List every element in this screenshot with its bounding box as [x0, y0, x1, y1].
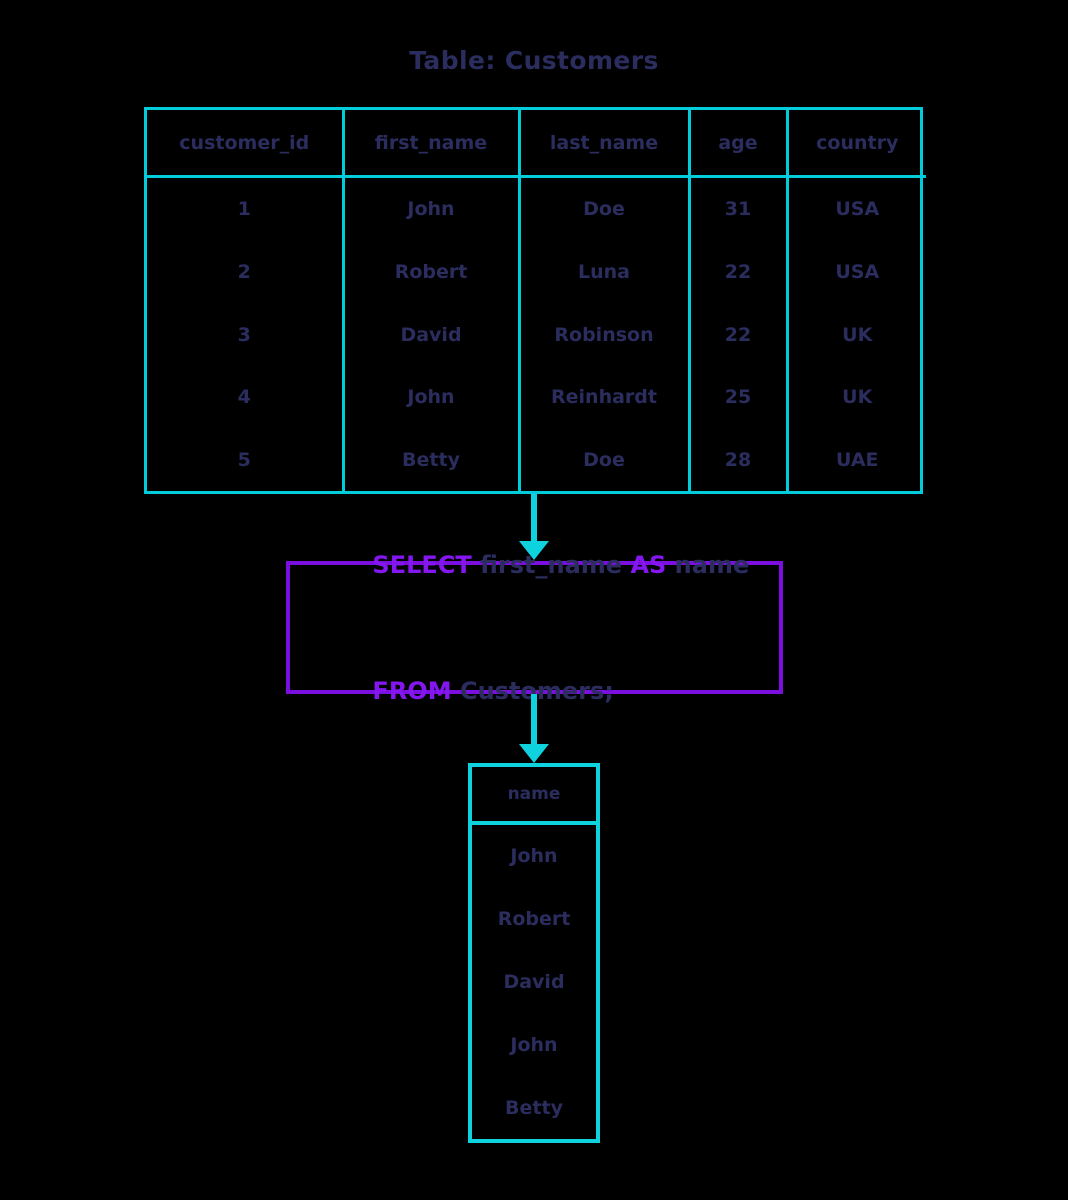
- list-item: John: [472, 1013, 596, 1076]
- cell-customer-id: 3: [147, 303, 345, 366]
- cell-customer-id: 1: [147, 176, 345, 241]
- cell-first-name: John: [343, 365, 521, 429]
- sql-alias-name: name: [666, 550, 750, 579]
- column-header-customer-id: customer_id: [147, 110, 345, 178]
- cell-country: USA: [835, 198, 880, 221]
- column-header-country: country: [787, 110, 926, 178]
- result-header: name: [472, 767, 596, 825]
- sql-keyword-select: SELECT: [372, 550, 472, 579]
- sql-keyword-as: AS: [630, 550, 667, 579]
- arrow-head: [519, 541, 549, 560]
- result-cell-name: Robert: [497, 908, 571, 931]
- cell-last-name: Doe: [519, 428, 691, 491]
- source-table: customer_id first_name last_name age cou…: [144, 107, 926, 494]
- table-body: 1 John Doe 31 USA 2 Robert Luna 22 USA 3…: [147, 176, 926, 491]
- result-table: name John Robert David John Betty: [468, 763, 600, 1143]
- cell-first-name: Betty: [343, 428, 521, 491]
- cell-last-name: Robinson: [519, 303, 691, 366]
- column-header-age: age: [689, 110, 789, 178]
- cell-age: 22: [689, 240, 789, 304]
- sql-line-2: FROM Customers;: [339, 628, 779, 754]
- result-cell-name: John: [510, 1033, 558, 1056]
- arrow-down-icon: [519, 494, 549, 560]
- list-item: John: [472, 823, 596, 888]
- cell-age: 25: [689, 365, 789, 429]
- cell-country: UAE: [835, 448, 879, 471]
- cell-customer-id: 5: [147, 428, 345, 491]
- list-item: David: [472, 951, 596, 1014]
- result-cell-name: David: [503, 970, 565, 993]
- cell-age: 28: [689, 428, 789, 491]
- column-header-name: name: [472, 767, 596, 825]
- sql-keyword-from: FROM: [372, 676, 452, 705]
- cell-first-name: John: [343, 176, 521, 241]
- sql-identifier-first-name: first_name: [471, 550, 631, 579]
- cell-age: 22: [689, 303, 789, 366]
- page-title: Table: Customers: [409, 46, 659, 75]
- cell-customer-id: 4: [147, 365, 345, 429]
- sql-line-1: SELECT first_name AS name: [339, 502, 779, 628]
- list-item: Betty: [472, 1076, 596, 1139]
- cell-country: UK: [842, 323, 873, 346]
- cell-customer-id: 2: [147, 240, 345, 304]
- result-header-row: name: [472, 767, 596, 825]
- cell-first-name: Robert: [343, 240, 521, 304]
- table-row: 1 John Doe 31 USA: [147, 176, 926, 241]
- cell-country: USA: [835, 260, 880, 283]
- arrow-shaft: [531, 494, 537, 542]
- table-row: 3 David Robinson 22 UK: [147, 303, 926, 366]
- arrow-down-icon: [519, 694, 549, 763]
- result-cell-name: John: [510, 845, 558, 868]
- cell-first-name: David: [343, 303, 521, 366]
- column-header-last-name: last_name: [519, 110, 691, 178]
- header-row: customer_id first_name last_name age cou…: [147, 110, 926, 178]
- sql-query-box: SELECT first_name AS name FROM Customers…: [286, 551, 783, 705]
- cell-last-name: Doe: [519, 176, 691, 241]
- cell-country: UK: [842, 386, 873, 409]
- cell-age: 31: [689, 176, 789, 241]
- table-row: 4 John Reinhardt 25 UK: [147, 365, 926, 429]
- cell-last-name: Luna: [519, 240, 691, 304]
- query-result-table: name John Robert David John Betty: [472, 767, 596, 1139]
- result-cell-name: Betty: [505, 1096, 563, 1119]
- cell-last-name: Reinhardt: [519, 365, 691, 429]
- table-header: customer_id first_name last_name age cou…: [147, 110, 926, 178]
- list-item: Robert: [472, 888, 596, 951]
- customers-table: customer_id first_name last_name age cou…: [147, 110, 926, 491]
- column-header-first-name: first_name: [343, 110, 521, 178]
- arrow-head: [519, 744, 549, 763]
- result-body: John Robert David John Betty: [472, 823, 596, 1139]
- table-row: 2 Robert Luna 22 USA: [147, 240, 926, 304]
- arrow-shaft: [531, 694, 537, 745]
- table-row: 5 Betty Doe 28 UAE: [147, 428, 926, 491]
